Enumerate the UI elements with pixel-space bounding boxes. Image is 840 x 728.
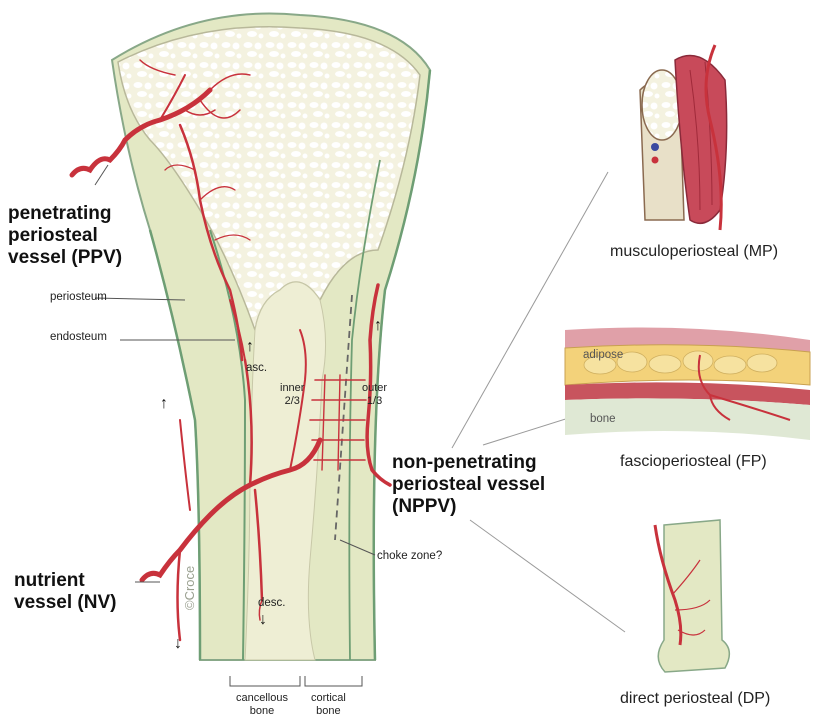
leader-lines	[94, 164, 626, 687]
adipose-label: adipose	[583, 349, 624, 361]
leader-mp	[451, 171, 609, 449]
asc-label: asc.	[246, 362, 268, 374]
bone-label: bone	[590, 413, 616, 425]
signature: ©Croce	[182, 565, 197, 610]
desc-label: desc.	[258, 597, 286, 609]
down-arrow-icon: ↓	[174, 635, 182, 652]
down-arrow-icon: ↓	[259, 611, 267, 628]
mp-inset	[639, 44, 728, 231]
ppv-vessel	[69, 87, 213, 178]
periosteum-label: periosteum	[50, 291, 107, 303]
periosteum-line	[148, 229, 202, 661]
choke-zone-line	[334, 294, 353, 541]
vessels	[69, 59, 392, 642]
dp-label: direct periosteal (DP)	[620, 690, 771, 707]
fp-label: fascioperiosteal (FP)	[620, 453, 767, 470]
up-arrow-icon: ↑	[246, 338, 254, 355]
fp-inset	[564, 327, 811, 440]
up-arrow-icon: ↑	[374, 317, 382, 334]
dp-inset	[653, 519, 731, 673]
endosteum-label: endosteum	[50, 331, 107, 343]
endosteum-line	[209, 229, 247, 661]
choke-zone-label: choke zone?	[377, 550, 443, 562]
up-arrow-icon: ↑	[160, 395, 168, 412]
mp-label: musculoperiosteal (MP)	[610, 243, 779, 260]
main-bone	[110, 12, 432, 661]
nppv-vessel	[365, 283, 392, 487]
leader-dp	[469, 519, 626, 633]
